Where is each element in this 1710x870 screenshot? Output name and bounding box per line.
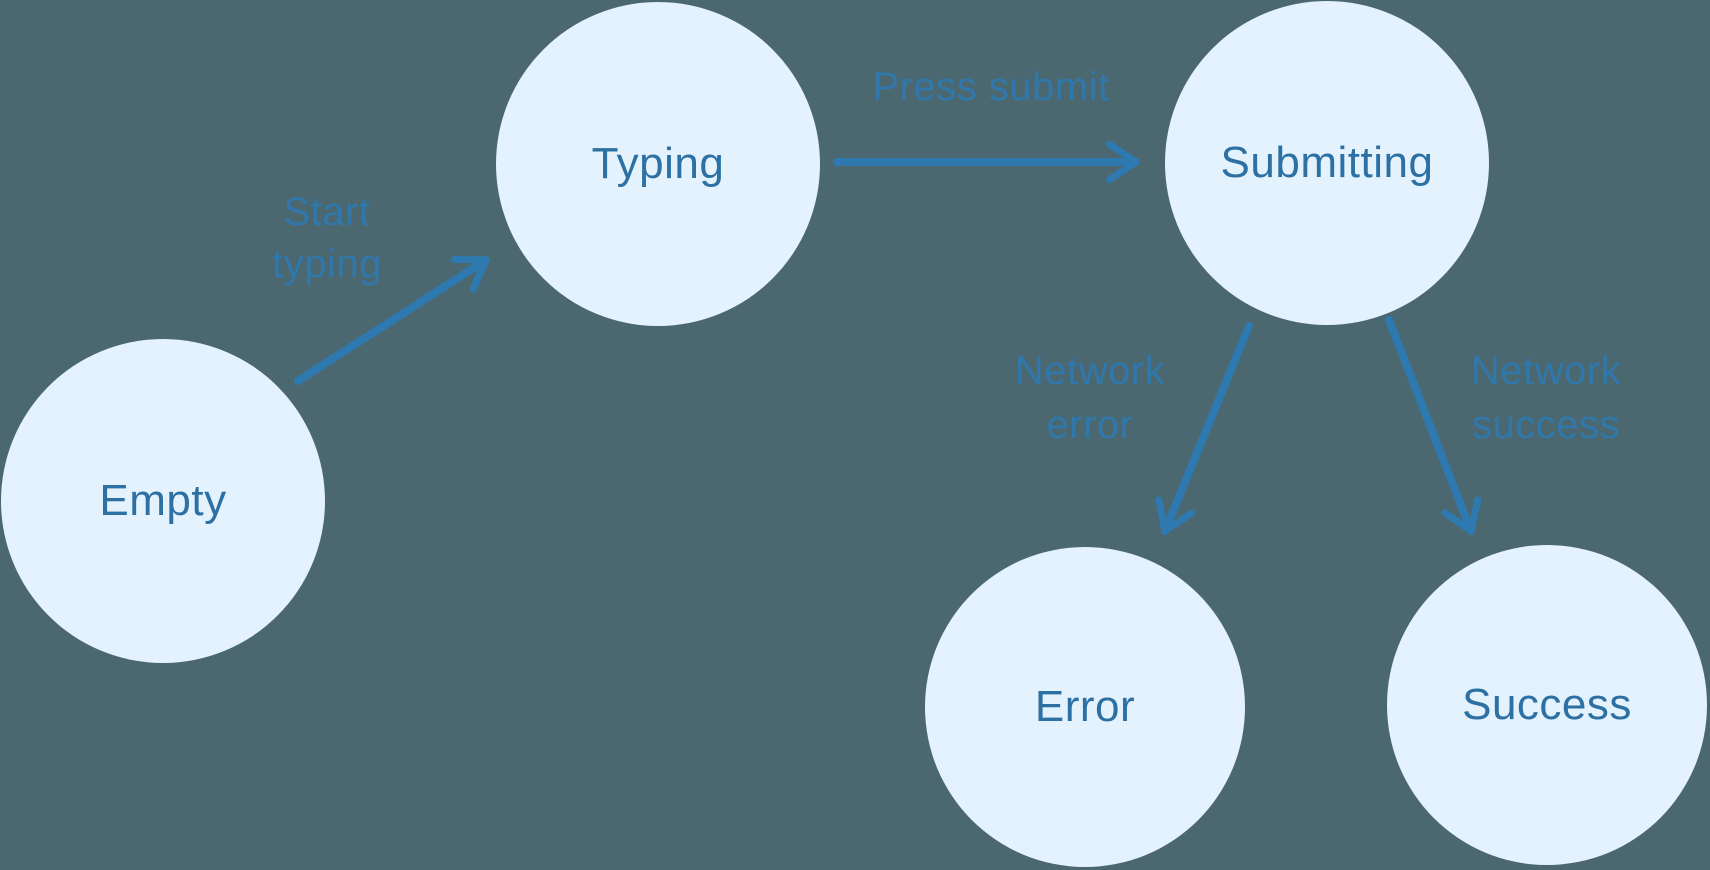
edge-network-error-arrow — [1155, 322, 1253, 535]
edge-network-success-arrow — [1385, 316, 1482, 535]
state-node-submitting: Submitting — [1165, 1, 1489, 325]
edge-label-line: success — [1471, 403, 1620, 447]
state-node-typing: Typing — [496, 2, 820, 326]
edge-label-line: error — [1046, 403, 1134, 447]
node-label-submitting: Submitting — [1220, 138, 1434, 187]
edge-label-line: typing — [272, 242, 382, 286]
edge-label-network-success: Network success — [1471, 344, 1621, 452]
edge-label-line: Press submit — [872, 65, 1110, 109]
edge-label-line: Network — [1470, 349, 1622, 393]
state-node-empty: Empty — [1, 339, 325, 663]
node-label-empty: Empty — [99, 476, 227, 525]
edge-label-line: Network — [1014, 349, 1166, 393]
state-node-error: Error — [925, 547, 1245, 867]
node-label-typing: Typing — [591, 139, 725, 188]
node-label-error: Error — [1034, 682, 1136, 731]
edge-label-start-typing: Start typing — [272, 186, 382, 290]
edge-label-press-submit: Press submit — [872, 61, 1109, 113]
state-node-success: Success — [1387, 545, 1707, 865]
node-label-success: Success — [1462, 680, 1632, 729]
edge-label-line: Start — [283, 190, 371, 234]
edge-label-network-error: Network error — [1015, 344, 1165, 452]
